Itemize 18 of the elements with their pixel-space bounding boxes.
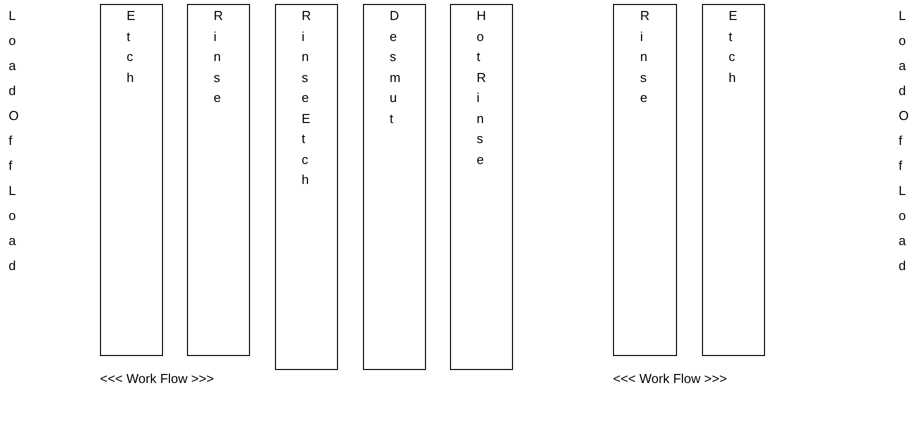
tank-name: Desmut	[388, 7, 402, 128]
tank-name: Rinse	[639, 7, 651, 107]
tank-box	[187, 4, 250, 356]
flow-label: <<< Work Flow >>>	[100, 370, 214, 388]
tank-box	[702, 4, 765, 356]
tank-box	[613, 4, 677, 356]
tank-name: Etch	[126, 7, 136, 86]
station-label: Load Off Load	[898, 7, 910, 275]
tank-box	[275, 4, 338, 370]
tank-name: Hot Rinse	[476, 7, 488, 168]
tank-box	[450, 4, 513, 370]
tank-name: Etch	[728, 7, 738, 86]
flow-label: <<< Work Flow >>>	[613, 370, 727, 388]
tank-box	[363, 4, 426, 370]
tank-box	[100, 4, 163, 356]
tank-name: Rinse	[212, 7, 224, 107]
tank-name: Rinse Etch	[300, 7, 312, 189]
station-label: Load Off Load	[8, 7, 20, 275]
